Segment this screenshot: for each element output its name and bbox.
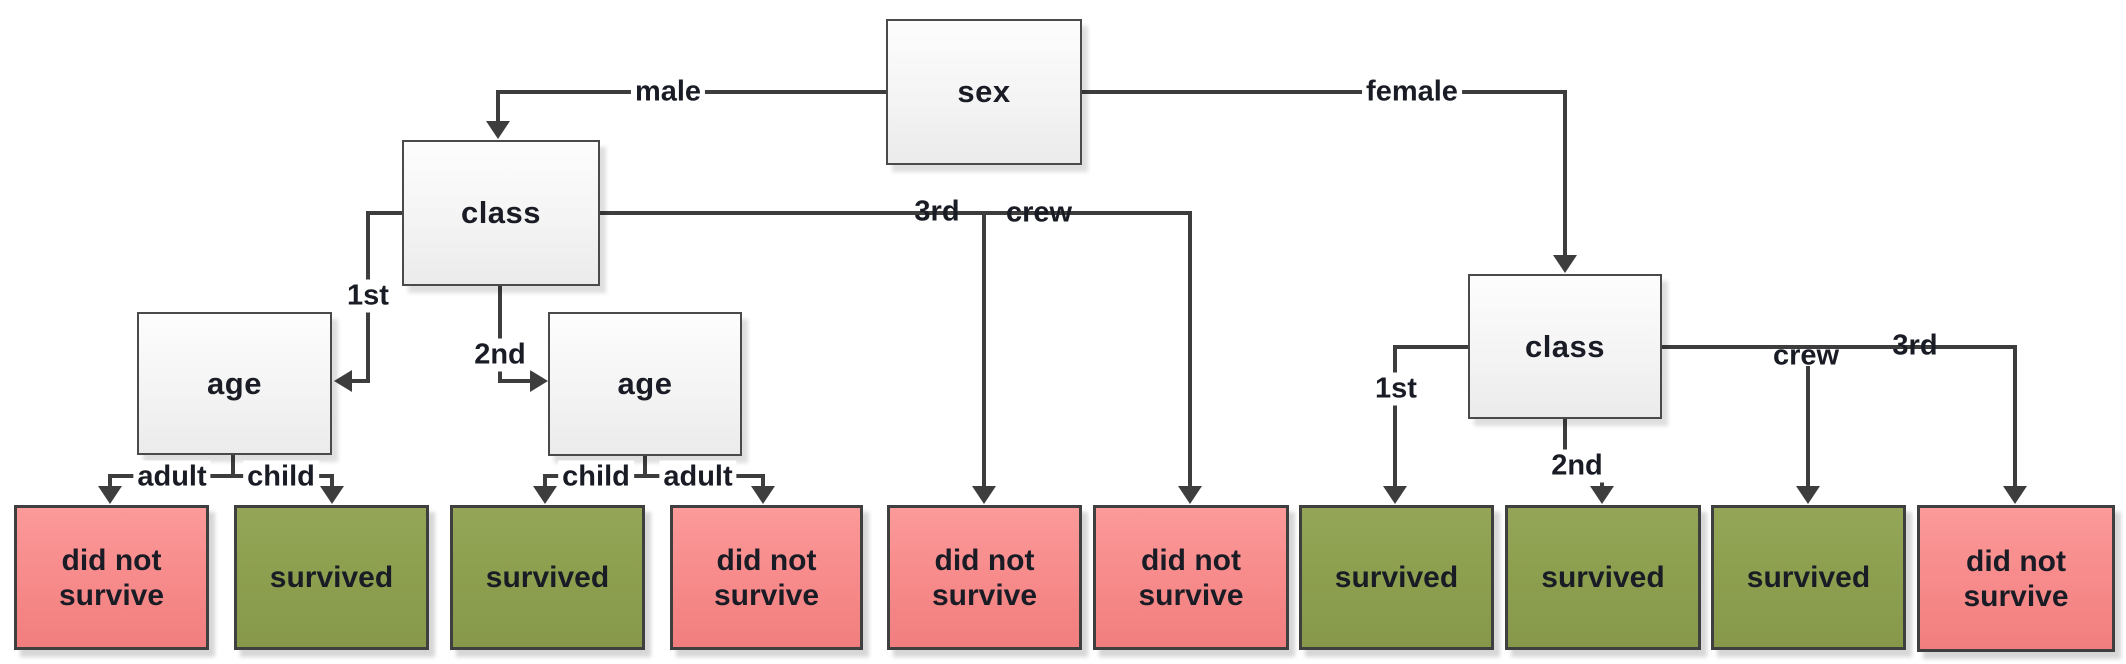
- edge-label-3rd-right: 3rd: [1892, 329, 1938, 362]
- leaf-label: did not survive: [58, 543, 165, 612]
- leaf-male-1st-adult: did not survive: [14, 505, 209, 650]
- edge-crew-right-line-v: [1806, 366, 1810, 487]
- node-class-female: class: [1468, 274, 1662, 419]
- leaf-female-crew: survived: [1711, 505, 1906, 650]
- leaf-male-crew: did not survive: [1093, 505, 1289, 650]
- edge-label-female: female: [1362, 75, 1462, 109]
- leaf-label: survived: [485, 561, 610, 594]
- node-age-2nd: age: [548, 312, 742, 456]
- edge-1st-right-line-h: [1393, 345, 1468, 349]
- leaf-male-1st-child: survived: [234, 505, 429, 650]
- edge-3rd-left-arrow-icon: [972, 486, 996, 504]
- leaf-female-1st: survived: [1299, 505, 1494, 650]
- leaf-male-3rd: did not survive: [887, 505, 1082, 650]
- edge-male-arrow-icon: [486, 121, 510, 139]
- leaf-male-2nd-adult: did not survive: [670, 505, 863, 650]
- edge-2nd-right-line-v2: [1600, 478, 1604, 488]
- leaf-label: did not survive: [1138, 543, 1244, 612]
- edge-3rd-right-line-v: [2013, 345, 2017, 487]
- node-age-1st: age: [137, 312, 332, 455]
- edge-child-mid-line-v: [543, 474, 547, 488]
- edge-child-left-line-v: [330, 474, 334, 488]
- node-sex: sex: [886, 19, 1082, 165]
- edge-female-arrow-icon: [1553, 255, 1577, 273]
- edge-age2-split-h: [543, 474, 765, 478]
- node-class-male-label: class: [460, 195, 542, 230]
- edge-crew-left-line-v: [1188, 213, 1192, 487]
- node-class-female-label: class: [1524, 328, 1606, 364]
- edge-3rd-crew-left-line-h: [600, 211, 1192, 215]
- edge-2nd-right-line-v: [1563, 419, 1567, 452]
- leaf-label: survived: [1541, 561, 1665, 594]
- edge-3rd-right-arrow-icon: [2003, 486, 2027, 504]
- edge-label-child-left: child: [243, 460, 319, 494]
- edge-1st-left-arrow-icon: [334, 370, 352, 392]
- edge-age2-stem-v: [643, 456, 647, 477]
- leaf-label: did not survive: [1963, 544, 2069, 613]
- node-sex-label: sex: [957, 74, 1011, 109]
- edge-label-2nd-right: 2nd: [1547, 449, 1607, 483]
- edge-child-mid-arrow-icon: [533, 486, 557, 504]
- edge-1st-right-line-v: [1393, 345, 1397, 487]
- edge-label-adult-left: adult: [133, 460, 211, 494]
- leaf-female-2nd: survived: [1505, 505, 1701, 650]
- edge-2nd-left-line-v: [498, 286, 502, 383]
- leaf-male-2nd-child: survived: [450, 505, 645, 650]
- edge-label-1st-left: 1st: [343, 279, 393, 313]
- leaf-label: did not survive: [713, 543, 820, 612]
- edge-adult-left-arrow-icon: [98, 486, 122, 504]
- node-class-male: class: [402, 140, 600, 286]
- edge-label-child-mid: child: [558, 460, 634, 494]
- edge-adult-mid-arrow-icon: [751, 486, 775, 504]
- edge-1st-left-line-h2: [351, 379, 370, 383]
- edge-crew-3rd-right-line-h: [1662, 345, 2017, 349]
- edge-age1-split-h: [108, 474, 334, 478]
- edge-2nd-right-arrow-icon: [1590, 486, 1614, 504]
- leaf-label: did not survive: [931, 543, 1038, 612]
- edge-2nd-left-arrow-icon: [530, 370, 548, 392]
- edge-label-crew-right: crew: [1772, 339, 1840, 372]
- edge-label-male: male: [630, 75, 706, 109]
- edge-1st-right-arrow-icon: [1383, 486, 1407, 504]
- edge-female-line-h: [1082, 90, 1567, 94]
- edge-1st-left-line-h: [366, 211, 404, 215]
- leaf-label: survived: [269, 561, 394, 594]
- leaf-label: survived: [1334, 561, 1459, 594]
- node-age-1st-label: age: [207, 365, 262, 401]
- edge-child-left-arrow-icon: [320, 486, 344, 504]
- edge-male-line-v: [496, 90, 500, 122]
- node-age-2nd-label: age: [617, 366, 673, 401]
- edge-2nd-left-line-h: [498, 379, 530, 383]
- edge-3rd-left-line-v: [982, 213, 986, 487]
- leaf-label: survived: [1746, 561, 1871, 594]
- edge-crew-right-arrow-icon: [1796, 486, 1820, 504]
- edge-adult-mid-line-v: [761, 474, 765, 488]
- edge-adult-left-line-v: [108, 474, 112, 488]
- edge-label-2nd-left: 2nd: [470, 338, 530, 372]
- edge-female-line-v: [1563, 90, 1567, 256]
- edge-age1-stem-v: [231, 455, 235, 477]
- edge-label-1st-right: 1st: [1371, 372, 1421, 406]
- edge-label-3rd-left: 3rd: [914, 195, 960, 228]
- edge-crew-left-arrow-icon: [1178, 486, 1202, 504]
- edge-label-crew-left: crew: [1005, 196, 1073, 229]
- leaf-female-3rd: did not survive: [1917, 505, 2115, 652]
- edge-label-adult-mid: adult: [659, 460, 737, 494]
